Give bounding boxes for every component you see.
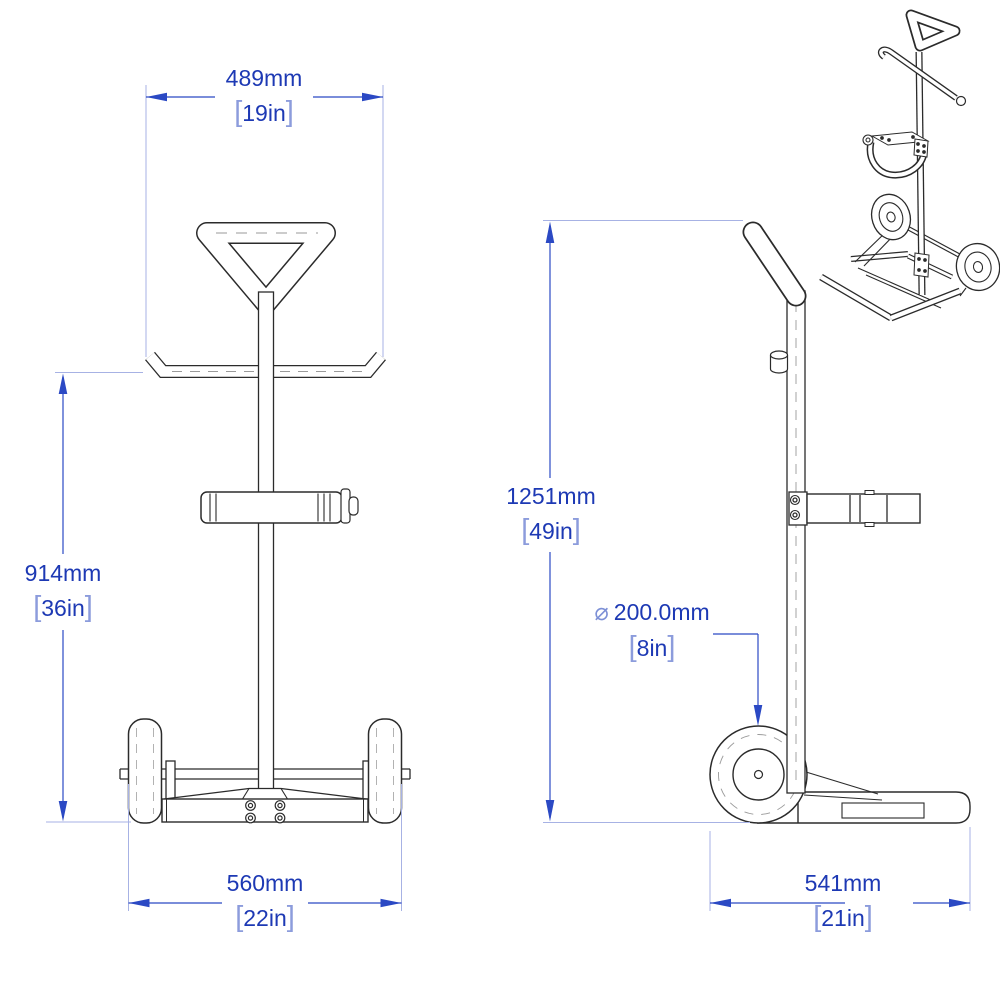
dim-overall-height xyxy=(545,221,555,822)
post-side xyxy=(786,290,806,794)
bracket-open: [ xyxy=(521,514,530,546)
strap-tab-bottom xyxy=(864,522,875,527)
iso-clamp-bracket xyxy=(913,138,929,158)
dim-mm-value: 541mm xyxy=(804,870,882,896)
dim-in-value: 19in xyxy=(242,100,286,126)
dim-in-row: [8in] xyxy=(594,631,709,664)
extension-lines xyxy=(46,85,971,911)
strap-tab-top xyxy=(864,490,875,495)
base-bolts xyxy=(245,800,286,824)
iso-wheel-left xyxy=(870,193,912,241)
bracket-close: ] xyxy=(864,901,873,933)
bracket-close: ] xyxy=(572,514,581,546)
dim-wheel-diameter xyxy=(713,633,763,726)
dim-base-depth xyxy=(710,898,970,908)
dim-in-row: [22in] xyxy=(227,901,304,934)
wheel-left-front xyxy=(127,718,163,824)
arrow-down xyxy=(545,800,555,822)
arrow-down xyxy=(58,801,68,822)
handle-front xyxy=(196,222,336,314)
arrow-left xyxy=(710,898,731,908)
dim-hook-height xyxy=(58,373,68,822)
dim-in-value: 36in xyxy=(41,595,85,621)
dim-in-row: [49in] xyxy=(506,514,595,547)
iso-post xyxy=(913,51,930,296)
bracket-open: [ xyxy=(628,631,637,663)
arrow-right xyxy=(362,92,383,102)
handle-side xyxy=(742,221,807,307)
hook-peg-side xyxy=(769,350,789,374)
dim-label-overall-height: 1251mm [49in] xyxy=(506,484,595,547)
dim-in-row: [21in] xyxy=(805,901,882,934)
strap-clamp-front xyxy=(200,488,359,524)
dim-in-value: 8in xyxy=(636,635,668,661)
dim-label-base-width: 560mm [22in] xyxy=(227,871,304,934)
arrow-right xyxy=(949,898,970,908)
buckle-lever xyxy=(348,496,359,516)
iso-clamp-screw xyxy=(862,134,874,146)
dim-mm-value: ⌀200.0mm xyxy=(594,599,710,626)
dim-label-hook-height: 914mm [36in] xyxy=(25,561,102,624)
arrow-left xyxy=(146,92,167,102)
dim-label-wheel-diameter: ⌀200.0mm [8in] xyxy=(594,600,709,664)
side-view xyxy=(709,221,971,824)
arrow-up xyxy=(58,373,68,394)
dim-label-hook-width: 489mm [19in] xyxy=(226,66,303,129)
iso-clamp xyxy=(862,131,930,179)
iso-base xyxy=(819,229,967,322)
dim-label-base-depth: 541mm [21in] xyxy=(805,871,882,934)
base-cutout xyxy=(841,802,925,819)
dim-mm-value: 560mm xyxy=(226,870,304,896)
dim-base-width xyxy=(128,898,402,908)
arrow-down xyxy=(753,705,763,726)
base-gusset xyxy=(805,771,879,795)
post-front xyxy=(257,291,275,791)
base-front xyxy=(161,787,369,824)
dim-in-value: 21in xyxy=(821,905,865,931)
dim-mm-value: 914mm xyxy=(24,560,102,586)
bracket-close: ] xyxy=(84,591,93,623)
dim-hook-width xyxy=(146,92,383,102)
iso-post-bracket xyxy=(913,252,930,278)
dim-in-row: [19in] xyxy=(226,96,303,129)
bracket-open: [ xyxy=(234,96,243,128)
wheel-side xyxy=(709,725,808,824)
axle-bracket-left xyxy=(165,760,176,800)
bracket-open: [ xyxy=(235,901,244,933)
bracket-open: [ xyxy=(813,901,822,933)
dim-in-value: 22in xyxy=(243,905,287,931)
diameter-symbol: ⌀ xyxy=(594,599,609,626)
arrow-left xyxy=(128,898,150,908)
iso-handle xyxy=(905,9,961,52)
base-side xyxy=(757,771,971,824)
strap-clamp-side xyxy=(788,490,921,527)
dim-in-value: 49in xyxy=(529,518,573,544)
iso-wheel-right xyxy=(955,242,1000,292)
arrow-right xyxy=(380,898,402,908)
dimension-lines xyxy=(58,92,970,908)
isometric-view xyxy=(819,9,1000,322)
arrow-up xyxy=(545,221,555,243)
wheel-right-front xyxy=(367,718,403,824)
iso-hook xyxy=(878,46,967,107)
dim-mm-value: 489mm xyxy=(225,65,303,91)
bracket-close: ] xyxy=(667,631,676,663)
front-view xyxy=(119,222,411,824)
dimension-annotations xyxy=(46,85,971,911)
dim-in-row: [36in] xyxy=(25,591,102,624)
bracket-close: ] xyxy=(285,96,294,128)
dim-mm-value: 1251mm xyxy=(506,483,596,509)
bracket-close: ] xyxy=(286,901,295,933)
bracket-open: [ xyxy=(33,591,42,623)
